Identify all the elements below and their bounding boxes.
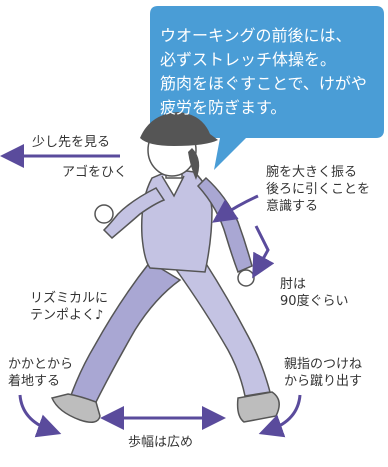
callout-text: ウオーキングの前後には、 必ずストレッチ体操を。 筋肉をほぐすことで、けがや 疲… [160,24,388,120]
callout-line: ウオーキングの前後には、 [160,26,352,45]
arm-swing-label: 腕を大きく振る 後ろに引くことを 意識する [266,164,370,215]
hair [188,148,200,180]
arm-swing-line: 後ろに引くことを [266,182,371,197]
elbow-arrow [252,225,275,279]
callout-line: 必ずストレッチ体操を。 [160,50,337,69]
chin-label: アゴをひく [62,165,128,180]
front-leg [173,261,271,397]
stride-label: 歩幅は広め [128,435,194,450]
rhythm-label: リズミカルに テンポよく♪ [30,290,108,324]
elbow-line: 肘は [280,277,307,292]
back-shoe [50,393,101,423]
speech-bubble [150,6,384,170]
toe-line: から蹴り出す [284,374,363,389]
callout-line: 筋肉をほぐすことで、けがや [160,74,367,93]
front-arm [102,187,166,240]
collar [161,175,185,198]
arm-swing-line: 意識する [266,199,319,214]
toe-arrow [258,394,302,438]
look-ahead-label: 少し先を見る [32,135,111,150]
elbow-label: 肘は 90度ぐらい [280,276,349,310]
heel-label: かかとから 着地する [8,356,73,390]
heel-arrow [18,394,62,438]
elbow-line: 90度ぐらい [280,294,349,309]
arm-swing-arrow [212,194,259,223]
heel-line: 着地する [8,374,61,389]
callout-line: 疲労を防ぎます。 [160,98,287,117]
toe-line: 親指のつけね [284,357,363,372]
front-shoe [236,391,280,423]
back-hand [237,269,255,287]
toe-label: 親指のつけね から蹴り出す [284,356,362,390]
rhythm-line: リズミカルに [30,291,109,306]
back-leg [69,261,182,407]
rhythm-line: テンポよく♪ [30,308,104,323]
heel-line: かかとから [8,357,74,372]
hat [140,112,218,146]
front-hand [94,204,114,224]
arm-swing-line: 腕を大きく振る [266,165,358,180]
